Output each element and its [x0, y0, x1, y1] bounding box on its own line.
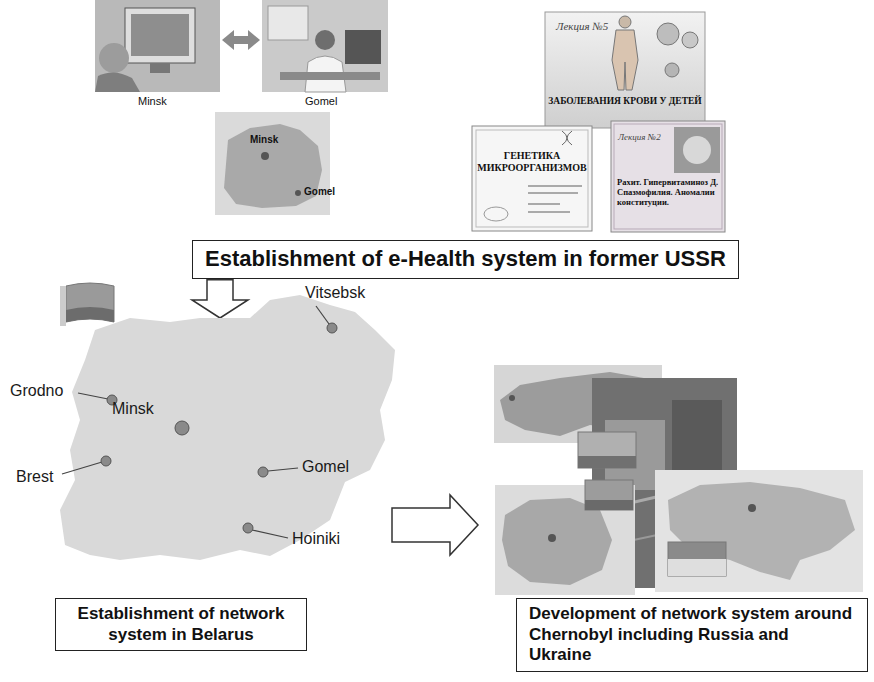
photo-gomel — [262, 0, 388, 92]
city-name: Vitsebsk — [305, 284, 365, 302]
box-text: Development of network system around Che… — [529, 604, 855, 666]
map-label: Minsk — [138, 95, 167, 108]
cell-image — [665, 63, 679, 77]
box-text: Establishment of e-Health system in form… — [205, 246, 726, 273]
flag-stripe — [66, 307, 114, 322]
city-dot — [101, 456, 111, 466]
flag-stripe — [585, 500, 633, 510]
city-dot — [258, 467, 268, 477]
slide-ground — [611, 121, 725, 232]
slide-border — [614, 124, 722, 229]
monitor — [345, 30, 381, 64]
stamp — [484, 207, 508, 221]
process-box: Establishment of network system in Belar… — [55, 598, 307, 651]
photo-ground — [262, 0, 388, 92]
body-figure — [619, 16, 631, 28]
city-dot — [748, 504, 756, 512]
map-ground — [215, 112, 330, 215]
person-head — [315, 30, 335, 50]
leader-line — [62, 462, 102, 474]
window — [268, 6, 308, 40]
double-arrow — [222, 30, 260, 50]
city-dot — [175, 421, 189, 435]
small-print — [528, 185, 582, 187]
cell-image — [657, 23, 679, 45]
leader-line — [316, 306, 329, 324]
city-name: Minsk — [112, 400, 154, 418]
map-label: Gomel — [305, 95, 337, 108]
city-name: Grodno — [10, 382, 63, 400]
cell-image — [682, 32, 698, 48]
body-figure — [612, 30, 638, 90]
person-head — [99, 43, 129, 73]
flag — [668, 542, 726, 576]
small-map — [215, 112, 330, 215]
monitor-stand — [150, 63, 170, 73]
slide-text: Лекция №2 — [618, 132, 661, 142]
dna-icon — [562, 131, 572, 145]
block-arrow — [192, 280, 248, 318]
slide-ground — [472, 126, 592, 231]
small-print — [528, 211, 570, 213]
small-print — [528, 192, 578, 194]
region-collage — [494, 365, 863, 595]
map-label: Gomel — [304, 186, 335, 198]
leader-line — [78, 393, 108, 399]
city-dot — [327, 323, 337, 333]
slide-text: Лекция №5 — [556, 20, 608, 33]
map-label: Minsk — [250, 134, 278, 146]
block-arrow — [392, 495, 478, 555]
city-name: Brest — [16, 468, 53, 486]
photo-ground — [95, 0, 220, 92]
flag — [66, 283, 114, 322]
arrow-head — [248, 30, 260, 50]
slide-border — [476, 130, 588, 227]
lecture-slide — [472, 126, 592, 231]
city-dot — [509, 395, 515, 401]
process-box: Development of network system around Che… — [516, 598, 868, 672]
city-name: Hoiniki — [292, 530, 340, 548]
city-dot — [548, 534, 556, 542]
arrow-head — [222, 30, 234, 50]
screen — [131, 14, 189, 56]
leader-line — [268, 468, 298, 471]
city-name: Gomel — [302, 458, 349, 476]
belarus-outline — [60, 295, 395, 560]
arrow-shaft — [232, 36, 250, 44]
slide-text: Рахит. Гипервитаминоз Д. Спазмофилия. Ан… — [617, 178, 721, 207]
ukraine-map — [655, 470, 863, 592]
map-region: VitsebskGrodnoMinskBrestGomelHoiniki — [0, 318, 410, 600]
belarus-map — [495, 485, 635, 595]
city-dot — [295, 190, 301, 196]
lecture-slide — [545, 12, 705, 128]
leader-line — [252, 530, 288, 538]
slide-ground — [545, 12, 705, 128]
city-dot — [243, 523, 253, 533]
box-text: Establishment of network system in Belar… — [68, 604, 294, 645]
lecture-slide — [611, 121, 725, 232]
person-body — [95, 72, 140, 92]
flag — [585, 480, 633, 510]
belarus-silhouette — [502, 498, 612, 585]
small-print — [528, 203, 560, 205]
flag-stripe — [668, 559, 726, 576]
baby-photo — [683, 136, 711, 164]
flag — [578, 432, 636, 468]
slide-text: ГЕНЕТИКА МИКРООРГАНИЗМОВ — [476, 150, 588, 173]
monitor — [125, 8, 195, 63]
desk — [280, 72, 380, 80]
slide-text: ЗАБОЛЕВАНИЯ КРОВИ У ДЕТЕЙ — [548, 96, 702, 107]
photo-minsk — [95, 0, 220, 92]
flag-stripe — [60, 286, 66, 326]
ukraine-silhouette — [668, 482, 855, 580]
city-dot — [261, 152, 269, 160]
flag-stripe — [578, 456, 636, 468]
process-box: Establishment of e-Health system in form… — [192, 240, 739, 279]
baby-photo — [674, 127, 720, 173]
